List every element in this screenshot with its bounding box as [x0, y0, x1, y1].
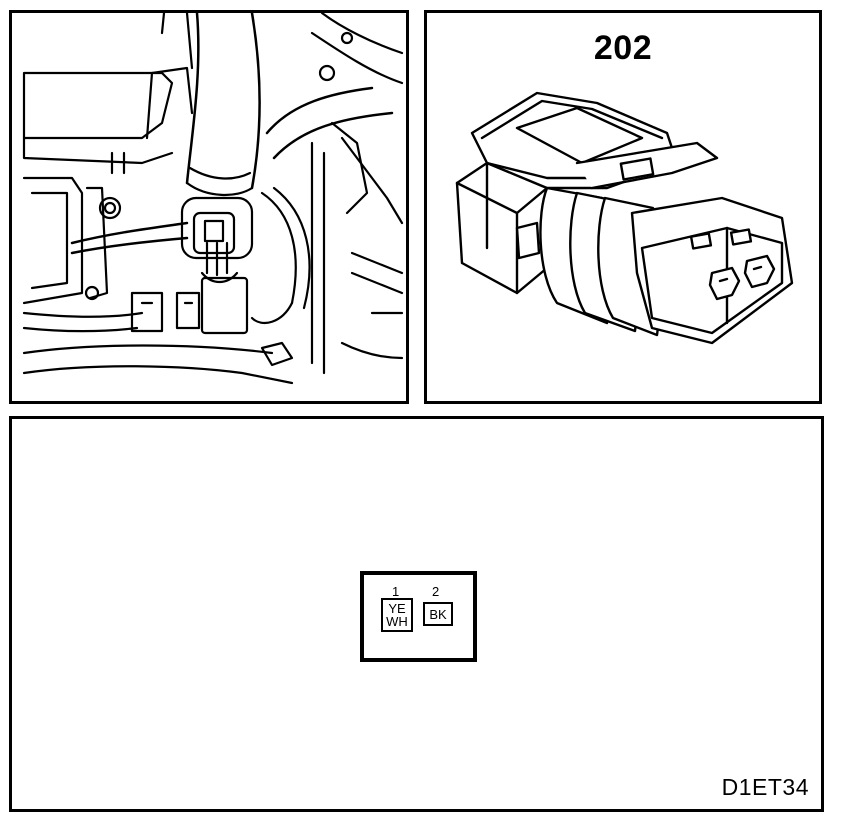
figure-code: D1ET34 — [721, 774, 809, 800]
connector-view-panel: 202 — [424, 10, 822, 404]
pin-2-cavity: BK — [423, 602, 453, 626]
location-view-panel — [9, 10, 409, 404]
connector-face: 1 YE WH 2 BK — [360, 571, 477, 662]
pin-1-cavity: YE WH — [381, 598, 413, 632]
engine-bay-illustration — [22, 13, 404, 385]
connector-number: 202 — [593, 29, 653, 67]
pin-1-wire-stripe: WH — [386, 614, 408, 629]
pin-1-number: 1 — [392, 584, 400, 599]
connector-illustration — [455, 91, 794, 345]
pin-1-wire-color: YE — [388, 601, 406, 616]
pin-2-number: 2 — [432, 584, 440, 599]
pin-2-wire-color: BK — [429, 607, 447, 622]
pinout-panel: 1 YE WH 2 BK D1ET34 — [9, 416, 824, 812]
